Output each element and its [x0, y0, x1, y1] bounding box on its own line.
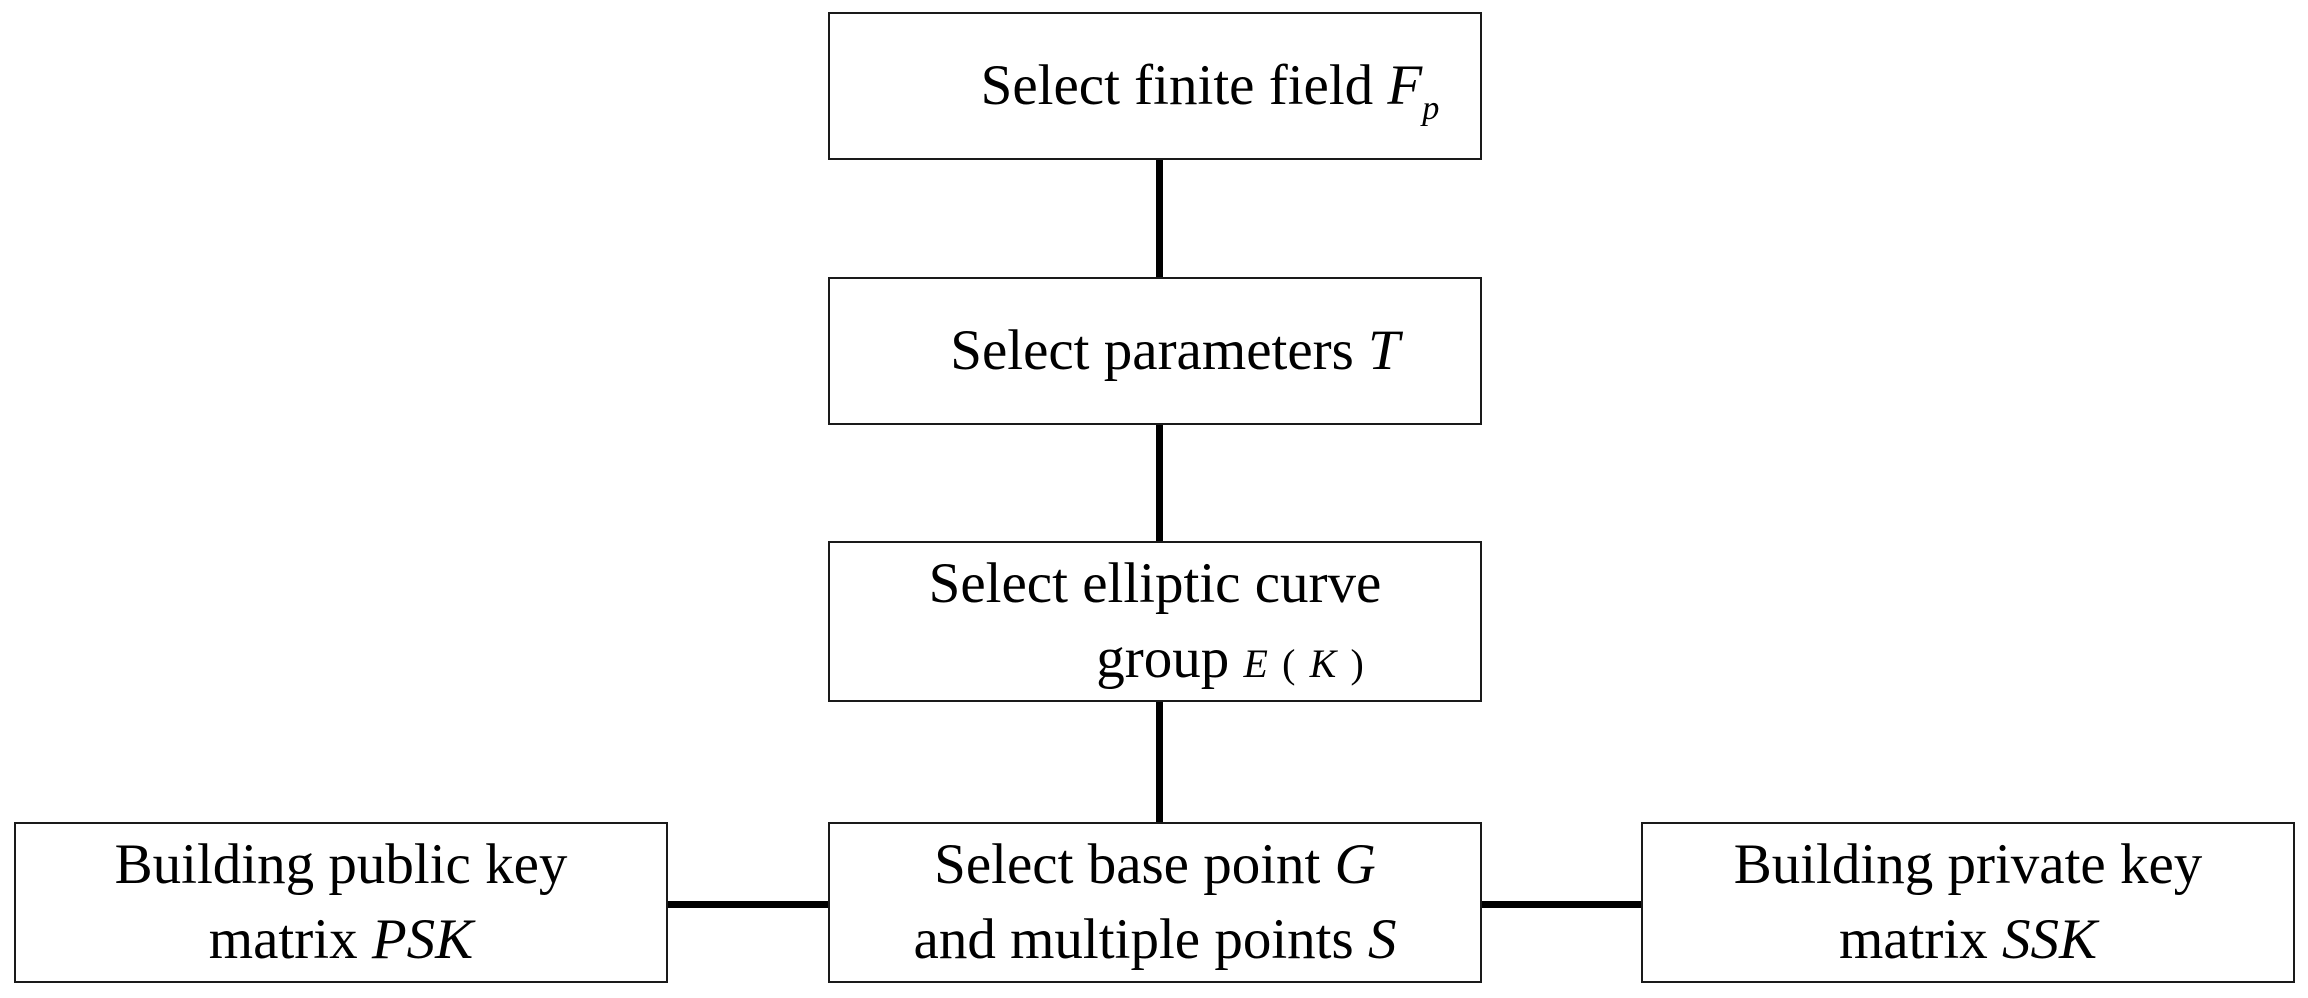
node-label-line-2: matrix PSK	[209, 903, 473, 977]
node-text: group	[1096, 626, 1230, 690]
node-label-line-1: Select base point G	[934, 828, 1376, 902]
node-select-elliptic-curve-group: Select elliptic curve group E ( K )	[828, 541, 1482, 702]
node-text: Select finite field	[980, 53, 1374, 117]
math-variable: T	[1368, 318, 1400, 382]
math-paren-close: )	[1350, 640, 1364, 686]
math-variable: SSK	[2002, 907, 2098, 971]
math-variable: G	[1334, 833, 1376, 897]
node-select-base-point: Select base point G and multiple points …	[828, 822, 1482, 983]
math-variable: F	[1387, 53, 1423, 117]
node-select-finite-field: Select finite field Fp	[828, 12, 1482, 160]
math-variable: S	[1367, 907, 1397, 971]
node-building-public-key-matrix: Building public key matrix PSK	[14, 822, 668, 983]
math-subscript: p	[1422, 90, 1440, 128]
node-text: matrix	[208, 907, 358, 971]
node-label-line-1: Select elliptic curve	[928, 552, 1382, 616]
connector-public-key-to-base-point	[666, 901, 830, 908]
node-label: Select finite field Fp	[980, 49, 1440, 127]
math-variable: E	[1243, 640, 1268, 686]
node-text: Select base point	[934, 833, 1321, 897]
node-text: matrix	[1838, 907, 1988, 971]
node-label-line-1: Building public key	[114, 833, 568, 897]
connector-curve-to-base-point	[1156, 700, 1163, 824]
math-paren-open: (	[1282, 640, 1296, 686]
node-label-line-2: group E ( K )	[946, 622, 1364, 696]
math-variable: K	[1309, 640, 1337, 686]
node-label: Select parameters T	[950, 314, 1400, 388]
node-text: and multiple points	[913, 907, 1354, 971]
connector-field-to-parameters	[1156, 158, 1163, 279]
node-select-parameters: Select parameters T	[828, 277, 1482, 425]
connector-parameters-to-curve	[1156, 423, 1163, 543]
node-label-line-2: and multiple points S	[914, 903, 1397, 977]
math-variable: PSK	[371, 907, 474, 971]
node-label-line-1: Building private key	[1733, 833, 2203, 897]
node-text: Select parameters	[950, 318, 1354, 382]
node-label-line-2: matrix SSK	[1839, 903, 2097, 977]
connector-base-point-to-private-key	[1480, 901, 1643, 908]
node-building-private-key-matrix: Building private key matrix SSK	[1641, 822, 2295, 983]
